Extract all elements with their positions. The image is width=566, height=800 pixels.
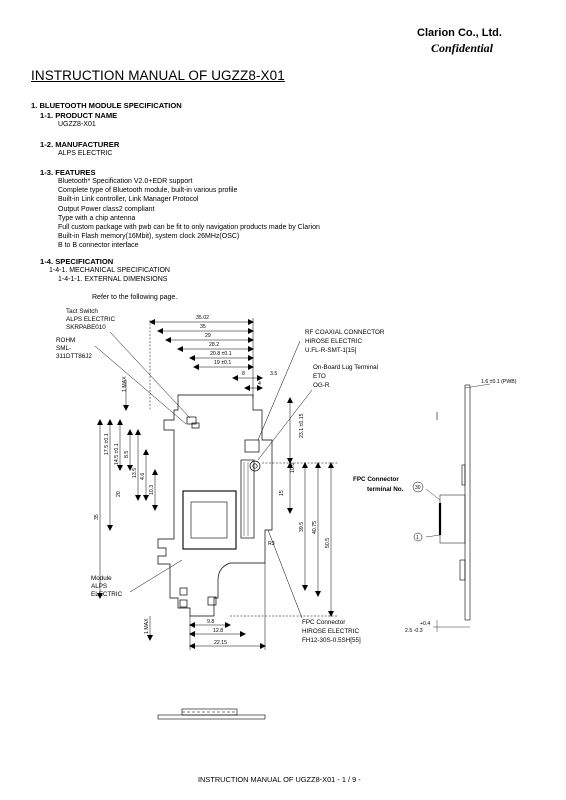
manufacturer-value: ALPS ELECTRIC [58, 150, 113, 157]
section-1-title: 1. BLUETOOTH MODULE SPECIFICATION [31, 101, 182, 110]
fpc-connector-body [240, 459, 255, 539]
external-dimensions-heading: 1-4-1-1. EXTERNAL DIMENSIONS [58, 276, 168, 283]
dim-top-8: 3.5 [270, 371, 277, 377]
product-name-heading: 1-1. PRODUCT NAME [40, 111, 118, 120]
bottom-profile-view [157, 708, 266, 720]
feature-item: Output Power class2 compliant [58, 205, 155, 213]
dim-left-5: 13.5 [132, 468, 138, 478]
dim-right-6: 50.5 [325, 538, 331, 548]
tact-switch-label-3: SKRPABE010 [66, 324, 106, 331]
dim-right-5: 40.75 [312, 521, 318, 534]
feature-item: Complete type of Bluetooth module, built… [58, 187, 238, 195]
module-label-3: ELECTRIC [91, 591, 123, 598]
dim-top-7: 8 [242, 371, 245, 377]
dim-right-3: 15 [279, 490, 285, 496]
features-heading: 1-3. FEATURES [40, 168, 96, 177]
specification-heading: 1-4. SPECIFICATION [40, 257, 114, 266]
rf-connector-label-1: RF COAXIAL CONNECTOR [305, 329, 385, 336]
rf-connector-circle [249, 460, 261, 472]
dim-right-4: 39.5 [299, 522, 305, 532]
radius-label: R3 [268, 541, 275, 547]
feature-item: Built-in Link controller, Link Manager P… [58, 196, 199, 204]
lug-terminal-label-2: ETO [313, 373, 326, 380]
side-dim-3: 2.5 -0.3 [405, 628, 423, 634]
pin-30-label: 30 [415, 485, 421, 491]
confidential-mark: Confidential [431, 41, 494, 55]
tact-switch-label-1: Tact Switch [66, 308, 98, 315]
module-label-1: Module [91, 575, 112, 582]
fpc-connector-label-3: FH12-30S-0.5SH[55] [302, 637, 361, 644]
page-footer: INSTRUCTION MANUAL OF UGZZ8-X01 - 1 / 9 … [198, 775, 361, 784]
pin-1-label: 1 [416, 535, 419, 541]
dim-left-3: 14.5 ±0.1 [114, 443, 120, 465]
refer-note: Refer to the following page. [92, 294, 178, 301]
dim-left-4: 8.5 [124, 451, 130, 458]
rohm-label-1: ROHM [56, 337, 75, 344]
feature-item: B to B connector interface [58, 242, 139, 250]
dim-right-1: 23.1 ±0.15 [299, 413, 305, 438]
dim-top-3: 29 [205, 333, 211, 339]
mechanical-spec-heading: 1-4-1. MECHANICAL SPECIFICATION [49, 267, 170, 274]
fpc-connector-label-2: HIROSE ELECTRIC [302, 628, 359, 635]
dim-left-8: 20 [116, 491, 122, 497]
dim-top-1: 35.02 [196, 315, 209, 321]
manufacturer-heading: 1-2. MANUFACTURER [40, 140, 120, 149]
rf-connector-label-2: HIROSE ELECTRIC [305, 338, 362, 345]
document-title: INSTRUCTION MANUAL OF UGZZ8-X01 [31, 68, 285, 83]
product-name-value: UGZZ8-X01 [58, 121, 96, 128]
company-name: Clarion Co., Ltd. [417, 27, 502, 39]
tact-switch-label-2: ALPS ELECTRIC [66, 316, 115, 323]
lug-terminal-label-1: On-Board Lug Terminal [313, 364, 378, 371]
dim-left-9: 35 [94, 514, 100, 520]
rohm-label-3: 311DTT86J2 [56, 353, 92, 360]
dim-left-7: 10.3 [149, 485, 155, 495]
rohm-label-2: SML- [56, 345, 71, 352]
side-dim-2: +0.4 [420, 621, 430, 627]
dim-top-2: 35 [200, 324, 206, 330]
dim-right-2: 10.6 [290, 463, 296, 473]
fpc-terminal-label-1: FPC Connector [353, 476, 399, 483]
feature-item: Built-in Flash memory(16Mbit), system cl… [58, 233, 240, 241]
dim-top-6: 19 ±0.1 [214, 360, 231, 366]
feature-item: Bluetooth* Specification V2.0+EDR suppor… [58, 178, 193, 185]
fpc-connector-label-1: FPC Connector [302, 619, 345, 626]
dim-top-5: 20.8 ±0.1 [210, 351, 232, 357]
dim-bottom-4: 22.15 [214, 640, 227, 646]
dim-left-1: 1 MAX [122, 376, 128, 392]
dim-top-4: 28.2 [209, 342, 219, 348]
feature-item: Type with a chip antenna [58, 214, 136, 222]
fpc-terminal-label-2: terminal No. [367, 486, 404, 493]
module-outline [157, 394, 273, 617]
module-label-2: ALPS [91, 583, 107, 590]
dim-top-9: 4 [258, 381, 261, 387]
features-list: Bluetooth* Specification V2.0+EDR suppor… [58, 177, 320, 251]
dim-left-2: 17.5 ±0.1 [104, 433, 110, 455]
lug-terminal-label-3: OG-R [313, 382, 330, 389]
dim-bottom-3: 12.8 [213, 628, 223, 634]
dim-bottom-2: 9.8 [207, 619, 214, 625]
chip-shield [182, 490, 237, 550]
rf-connector-label-3: U.FL-R-SMT-1[15] [305, 347, 357, 354]
feature-item: Full custom package with pwb can be fit … [58, 224, 320, 232]
side-dim-1: 1.6 ±0.1 (PWB) [481, 379, 517, 385]
dim-left-6: 4.6 [140, 473, 146, 480]
dim-bottom-1: 1 MAX [144, 618, 150, 634]
